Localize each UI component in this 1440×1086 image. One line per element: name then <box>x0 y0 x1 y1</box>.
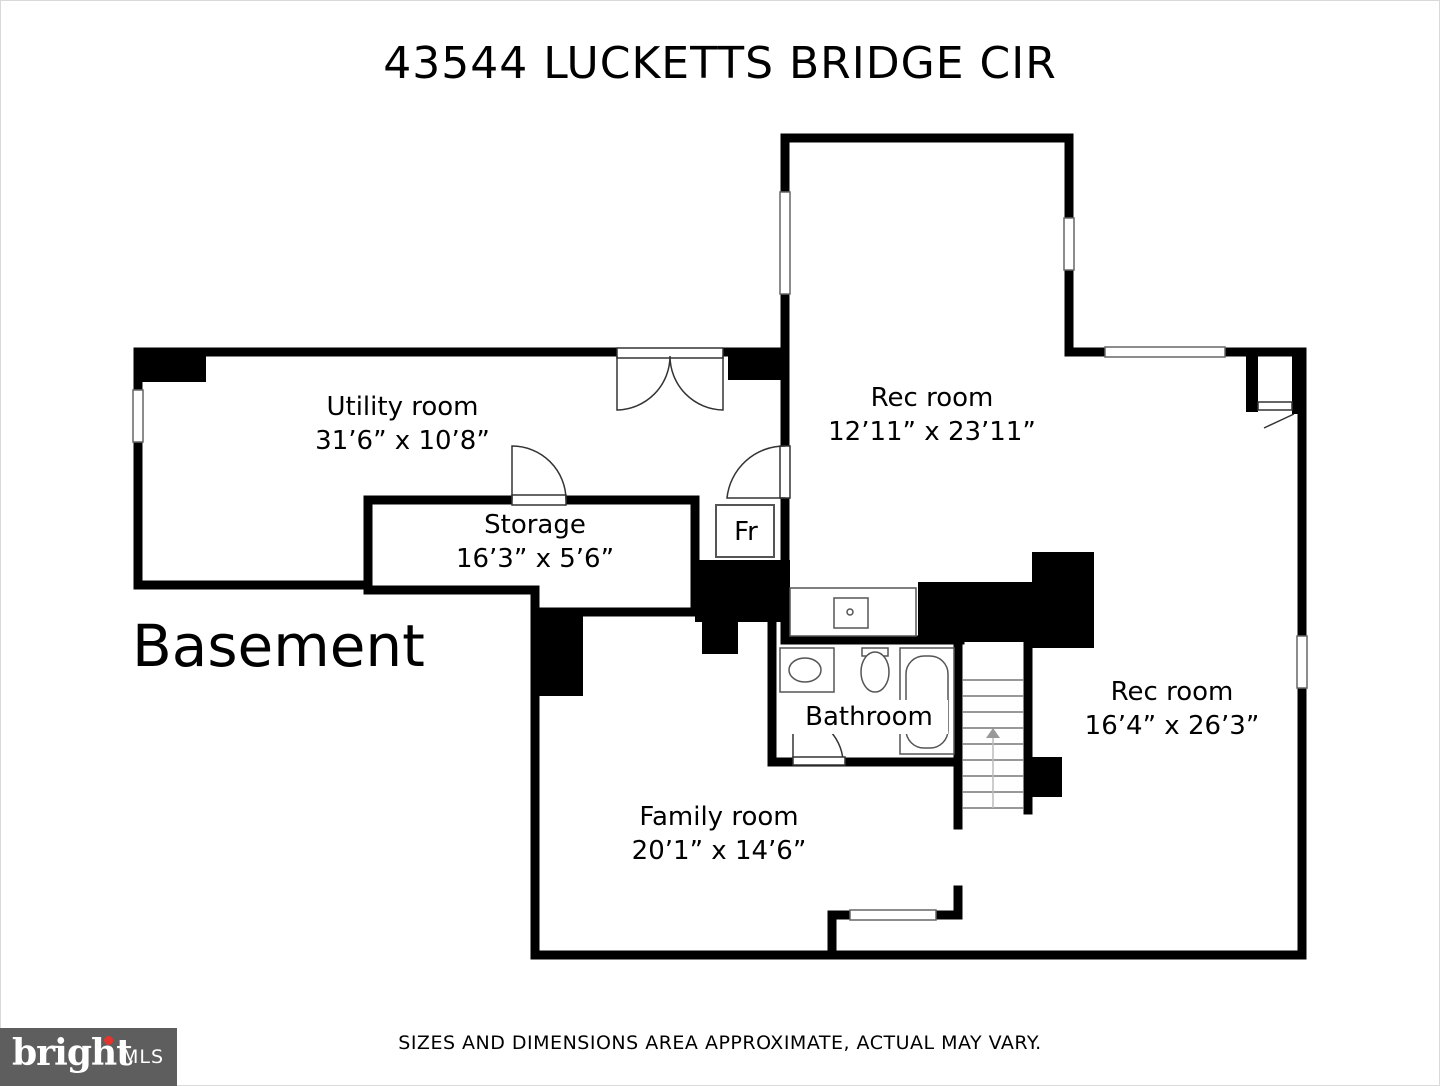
column-core-2 <box>702 620 738 654</box>
room-rec-east: Rec room 16’4” x 26’3” <box>1066 675 1278 743</box>
column-family <box>533 614 583 696</box>
door-opening-rec <box>779 445 791 499</box>
room-name: Family room <box>639 802 799 832</box>
column-core <box>695 560 790 622</box>
wall-bathroom <box>767 620 963 767</box>
stair-arrow-icon <box>986 728 1000 738</box>
window-rec-right <box>1063 217 1075 271</box>
wall-stairs <box>953 627 1033 830</box>
disclaimer: SIZES AND DIMENSIONS AREA APPROXIMATE, A… <box>398 1032 1042 1054</box>
column-utility-ne <box>728 348 785 380</box>
window-utility <box>132 389 144 443</box>
room-size: 31’6” x 10’8” <box>315 426 490 456</box>
room-name: Rec room <box>870 383 994 413</box>
bath-door-opening <box>792 756 846 766</box>
floor-label: Basement <box>132 612 425 680</box>
bar-drain <box>846 608 854 616</box>
room-size: 16’4” x 26’3” <box>1084 711 1260 741</box>
wall-family-bay <box>827 885 963 960</box>
room-storage: Storage 16’3” x 5’6” <box>430 508 640 576</box>
toilet-bowl <box>860 651 890 693</box>
closet-door <box>1257 401 1293 411</box>
window-family-bay <box>849 909 937 921</box>
fridge-label: Fr <box>734 517 758 547</box>
room-name: Rec room <box>1110 677 1234 707</box>
room-name: Storage <box>484 510 586 540</box>
window-rec-east <box>1296 635 1308 689</box>
exterior-wall <box>133 133 1307 960</box>
closet-ne <box>1246 354 1258 412</box>
closet-ne-2 <box>1292 354 1302 414</box>
room-size: 12’11” x 23’11” <box>828 417 1036 447</box>
closet-door-swing <box>1263 413 1295 429</box>
rec-door-swing <box>726 445 786 499</box>
stair-side-block <box>1032 552 1094 648</box>
page-title: 43544 LUCKETTS BRIDGE CIR <box>383 38 1057 89</box>
room-size: 16’3” x 5’6” <box>455 544 615 574</box>
stair-top-block <box>918 582 1034 642</box>
room-rec-north: Rec room 12’11” x 23’11” <box>812 381 1052 449</box>
room-size: 20’1” x 14’6” <box>631 836 807 866</box>
window-rec-left <box>779 191 791 295</box>
door-opening-storage <box>511 494 567 506</box>
fridge <box>715 504 775 558</box>
room-name: Utility room <box>326 392 479 422</box>
room-utility: Utility room 31’6” x 10’8” <box>300 390 505 458</box>
bright-mls-logo: bright MLS <box>0 1028 177 1086</box>
wall-utility-storage <box>363 495 700 617</box>
bath-sink <box>788 657 822 683</box>
window-rec-top <box>1104 346 1226 358</box>
room-family: Family room 20’1” x 14’6” <box>612 800 826 868</box>
column-nw <box>134 348 206 382</box>
logo-accent-icon <box>104 1036 113 1045</box>
double-door-swing <box>616 355 724 411</box>
stair-bottom-block <box>1030 757 1062 797</box>
room-name: Bathroom <box>805 702 933 732</box>
logo-brand: bright <box>12 1032 133 1074</box>
storage-door-swing <box>511 445 567 501</box>
logo-suffix: MLS <box>122 1046 165 1068</box>
room-bathroom: Bathroom <box>790 700 948 734</box>
